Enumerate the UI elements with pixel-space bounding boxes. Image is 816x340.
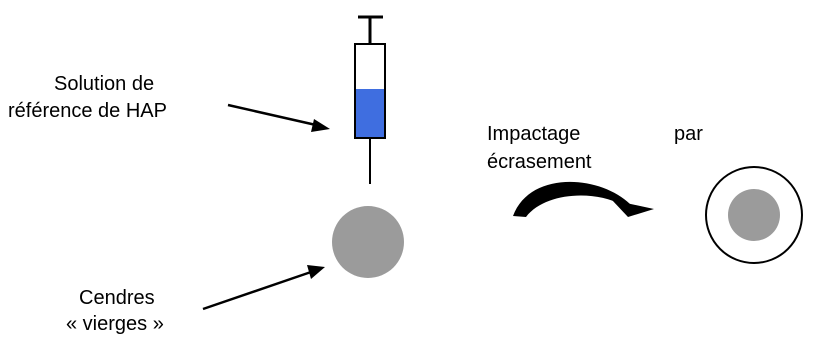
solution-label-line2: référence de HAP <box>8 100 167 122</box>
solution-label-line1: Solution de <box>54 73 155 95</box>
syringe <box>354 15 386 184</box>
ash-sample <box>332 206 404 278</box>
ash-label-line2: « vierges » <box>66 313 164 335</box>
impacted-ash <box>728 189 780 241</box>
impactage-label-line2: écrasement <box>487 151 592 173</box>
curved-transfer-arrow <box>513 181 654 217</box>
impactage-label-word2: par <box>674 123 703 145</box>
impacted-sample <box>705 166 803 264</box>
ash-pointer-arrow <box>202 265 325 311</box>
impactage-label-word1: Impactage <box>487 123 581 145</box>
ash-label-line1: Cendres <box>79 287 155 309</box>
solution-pointer-arrow <box>227 103 330 132</box>
syringe-liquid <box>356 89 384 137</box>
